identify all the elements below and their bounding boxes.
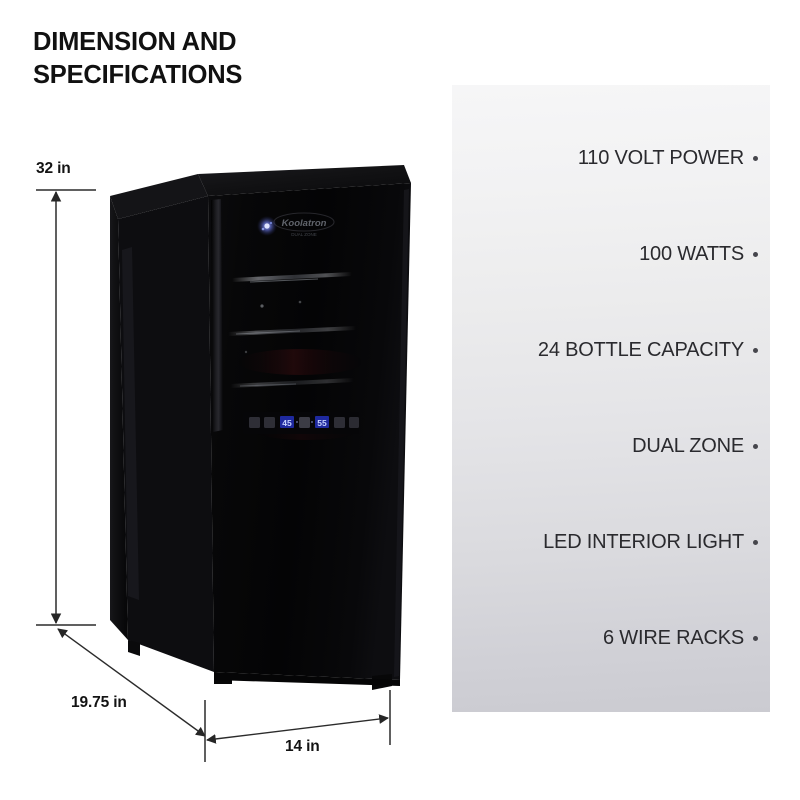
cooler-top-face xyxy=(110,165,411,219)
spec-item-voltage: 110 VOLT POWER xyxy=(578,111,770,207)
spec-item-wire-racks: 6 WIRE RACKS xyxy=(603,591,770,687)
dimension-label-width: 14 in xyxy=(285,738,320,755)
bullet-icon xyxy=(753,636,758,641)
svg-text:Koolatron: Koolatron xyxy=(282,218,327,229)
spec-label: 24 BOTTLE CAPACITY xyxy=(537,339,744,361)
spec-item-capacity: 24 BOTTLE CAPACITY xyxy=(538,303,770,399)
bullet-icon xyxy=(753,156,758,161)
specifications-panel xyxy=(452,85,770,712)
spec-label: LED INTERIOR LIGHT xyxy=(543,531,744,553)
cooler-feet xyxy=(128,640,400,690)
spec-item-wattage: 100 WATTS xyxy=(639,207,770,303)
door-handle xyxy=(211,199,223,432)
cooler-front-door xyxy=(208,183,411,680)
bullet-icon xyxy=(753,348,758,353)
bullet-icon xyxy=(753,252,758,257)
dimension-label-height: 32 in xyxy=(36,160,71,177)
dimension-label-depth: 19.75 in xyxy=(71,694,127,711)
bullet-icon xyxy=(753,444,758,449)
spec-item-zone: DUAL ZONE xyxy=(632,399,770,495)
page-title: DIMENSION AND SPECIFICATIONS xyxy=(33,28,243,90)
spec-label: 100 WATTS xyxy=(639,243,744,265)
power-led-indicator xyxy=(257,216,277,236)
spec-label: DUAL ZONE xyxy=(632,435,744,457)
brand-logo: Koolatron DUAL ZONE xyxy=(273,212,335,237)
dimension-lines xyxy=(36,189,391,762)
spec-label: 6 WIRE RACKS xyxy=(603,627,744,649)
control-panel: 45 55 xyxy=(243,412,359,434)
interior-shelves xyxy=(228,272,362,440)
zone-right-temperature: 55 xyxy=(317,418,327,428)
cooler-side-panel xyxy=(110,196,128,640)
zone-left-temperature: 45 xyxy=(282,418,292,428)
spec-item-led-light: LED INTERIOR LIGHT xyxy=(543,495,770,591)
spec-label: 110 VOLT POWER xyxy=(577,147,744,169)
specifications-list: 110 VOLT POWER 100 WATTS 24 BOTTLE CAPAC… xyxy=(452,85,770,712)
bullet-icon xyxy=(753,540,758,545)
svg-text:DUAL ZONE: DUAL ZONE xyxy=(291,232,317,237)
